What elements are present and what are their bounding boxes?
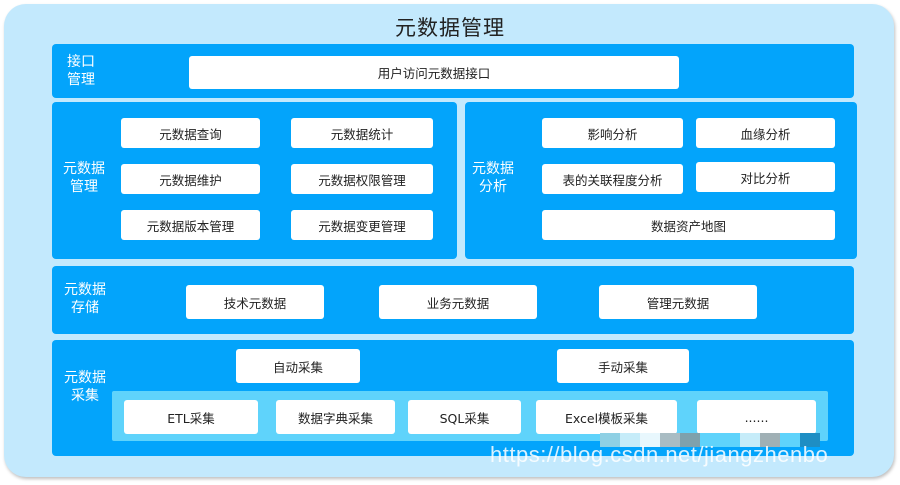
metadata-version-box: 元数据版本管理 — [121, 210, 260, 240]
lineage-analysis-box: 血缘分析 — [696, 118, 835, 148]
collection-layer-label: 元数据 采集 — [64, 370, 106, 404]
metadata-statistics-box: 元数据统计 — [291, 118, 433, 148]
auto-collection-box: 自动采集 — [236, 349, 360, 383]
metadata-permission-box: 元数据权限管理 — [291, 164, 433, 194]
watermark-blocks — [600, 433, 820, 447]
storage-layer: 元数据 存储 技术元数据 业务元数据 管理元数据 — [52, 266, 854, 334]
metadata-query-box: 元数据查询 — [121, 118, 260, 148]
data-dictionary-collection-box: 数据字典采集 — [276, 400, 395, 434]
user-access-interface-box: 用户访问元数据接口 — [189, 56, 679, 89]
business-metadata-box: 业务元数据 — [379, 285, 537, 319]
analysis-layer-label: 元数据 分析 — [472, 161, 514, 195]
analysis-layer: 元数据 分析 影响分析 血缘分析 表的关联程度分析 对比分析 数据资产地图 — [465, 102, 857, 259]
technical-metadata-box: 技术元数据 — [186, 285, 324, 319]
storage-layer-label: 元数据 存储 — [64, 282, 106, 316]
diagram-title: 元数据管理 — [395, 16, 505, 40]
management-layer: 元数据 管理 元数据查询 元数据统计 元数据维护 元数据权限管理 元数据版本管理… — [52, 102, 457, 259]
management-metadata-box: 管理元数据 — [599, 285, 757, 319]
metadata-change-box: 元数据变更管理 — [291, 210, 433, 240]
metadata-maintenance-box: 元数据维护 — [121, 164, 260, 194]
manual-collection-box: 手动采集 — [557, 349, 689, 383]
sql-collection-box: SQL采集 — [408, 400, 521, 434]
watermark-text: https://blog.csdn.net/jiangzhenbo — [490, 442, 829, 467]
data-asset-map-box: 数据资产地图 — [542, 210, 835, 240]
comparison-analysis-box: 对比分析 — [696, 162, 835, 192]
more-collection-box: ...... — [697, 400, 816, 434]
table-relation-analysis-box: 表的关联程度分析 — [542, 164, 683, 194]
etl-collection-box: ETL采集 — [124, 400, 258, 434]
collection-layer: 元数据 采集 自动采集 手动采集 ETL采集 数据字典采集 SQL采集 Exce… — [52, 340, 854, 456]
impact-analysis-box: 影响分析 — [542, 118, 683, 148]
excel-template-collection-box: Excel模板采集 — [536, 400, 677, 434]
interface-layer-label: 接口 管理 — [67, 54, 95, 88]
interface-layer: 接口 管理 用户访问元数据接口 — [52, 44, 854, 98]
management-layer-label: 元数据 管理 — [63, 161, 105, 195]
